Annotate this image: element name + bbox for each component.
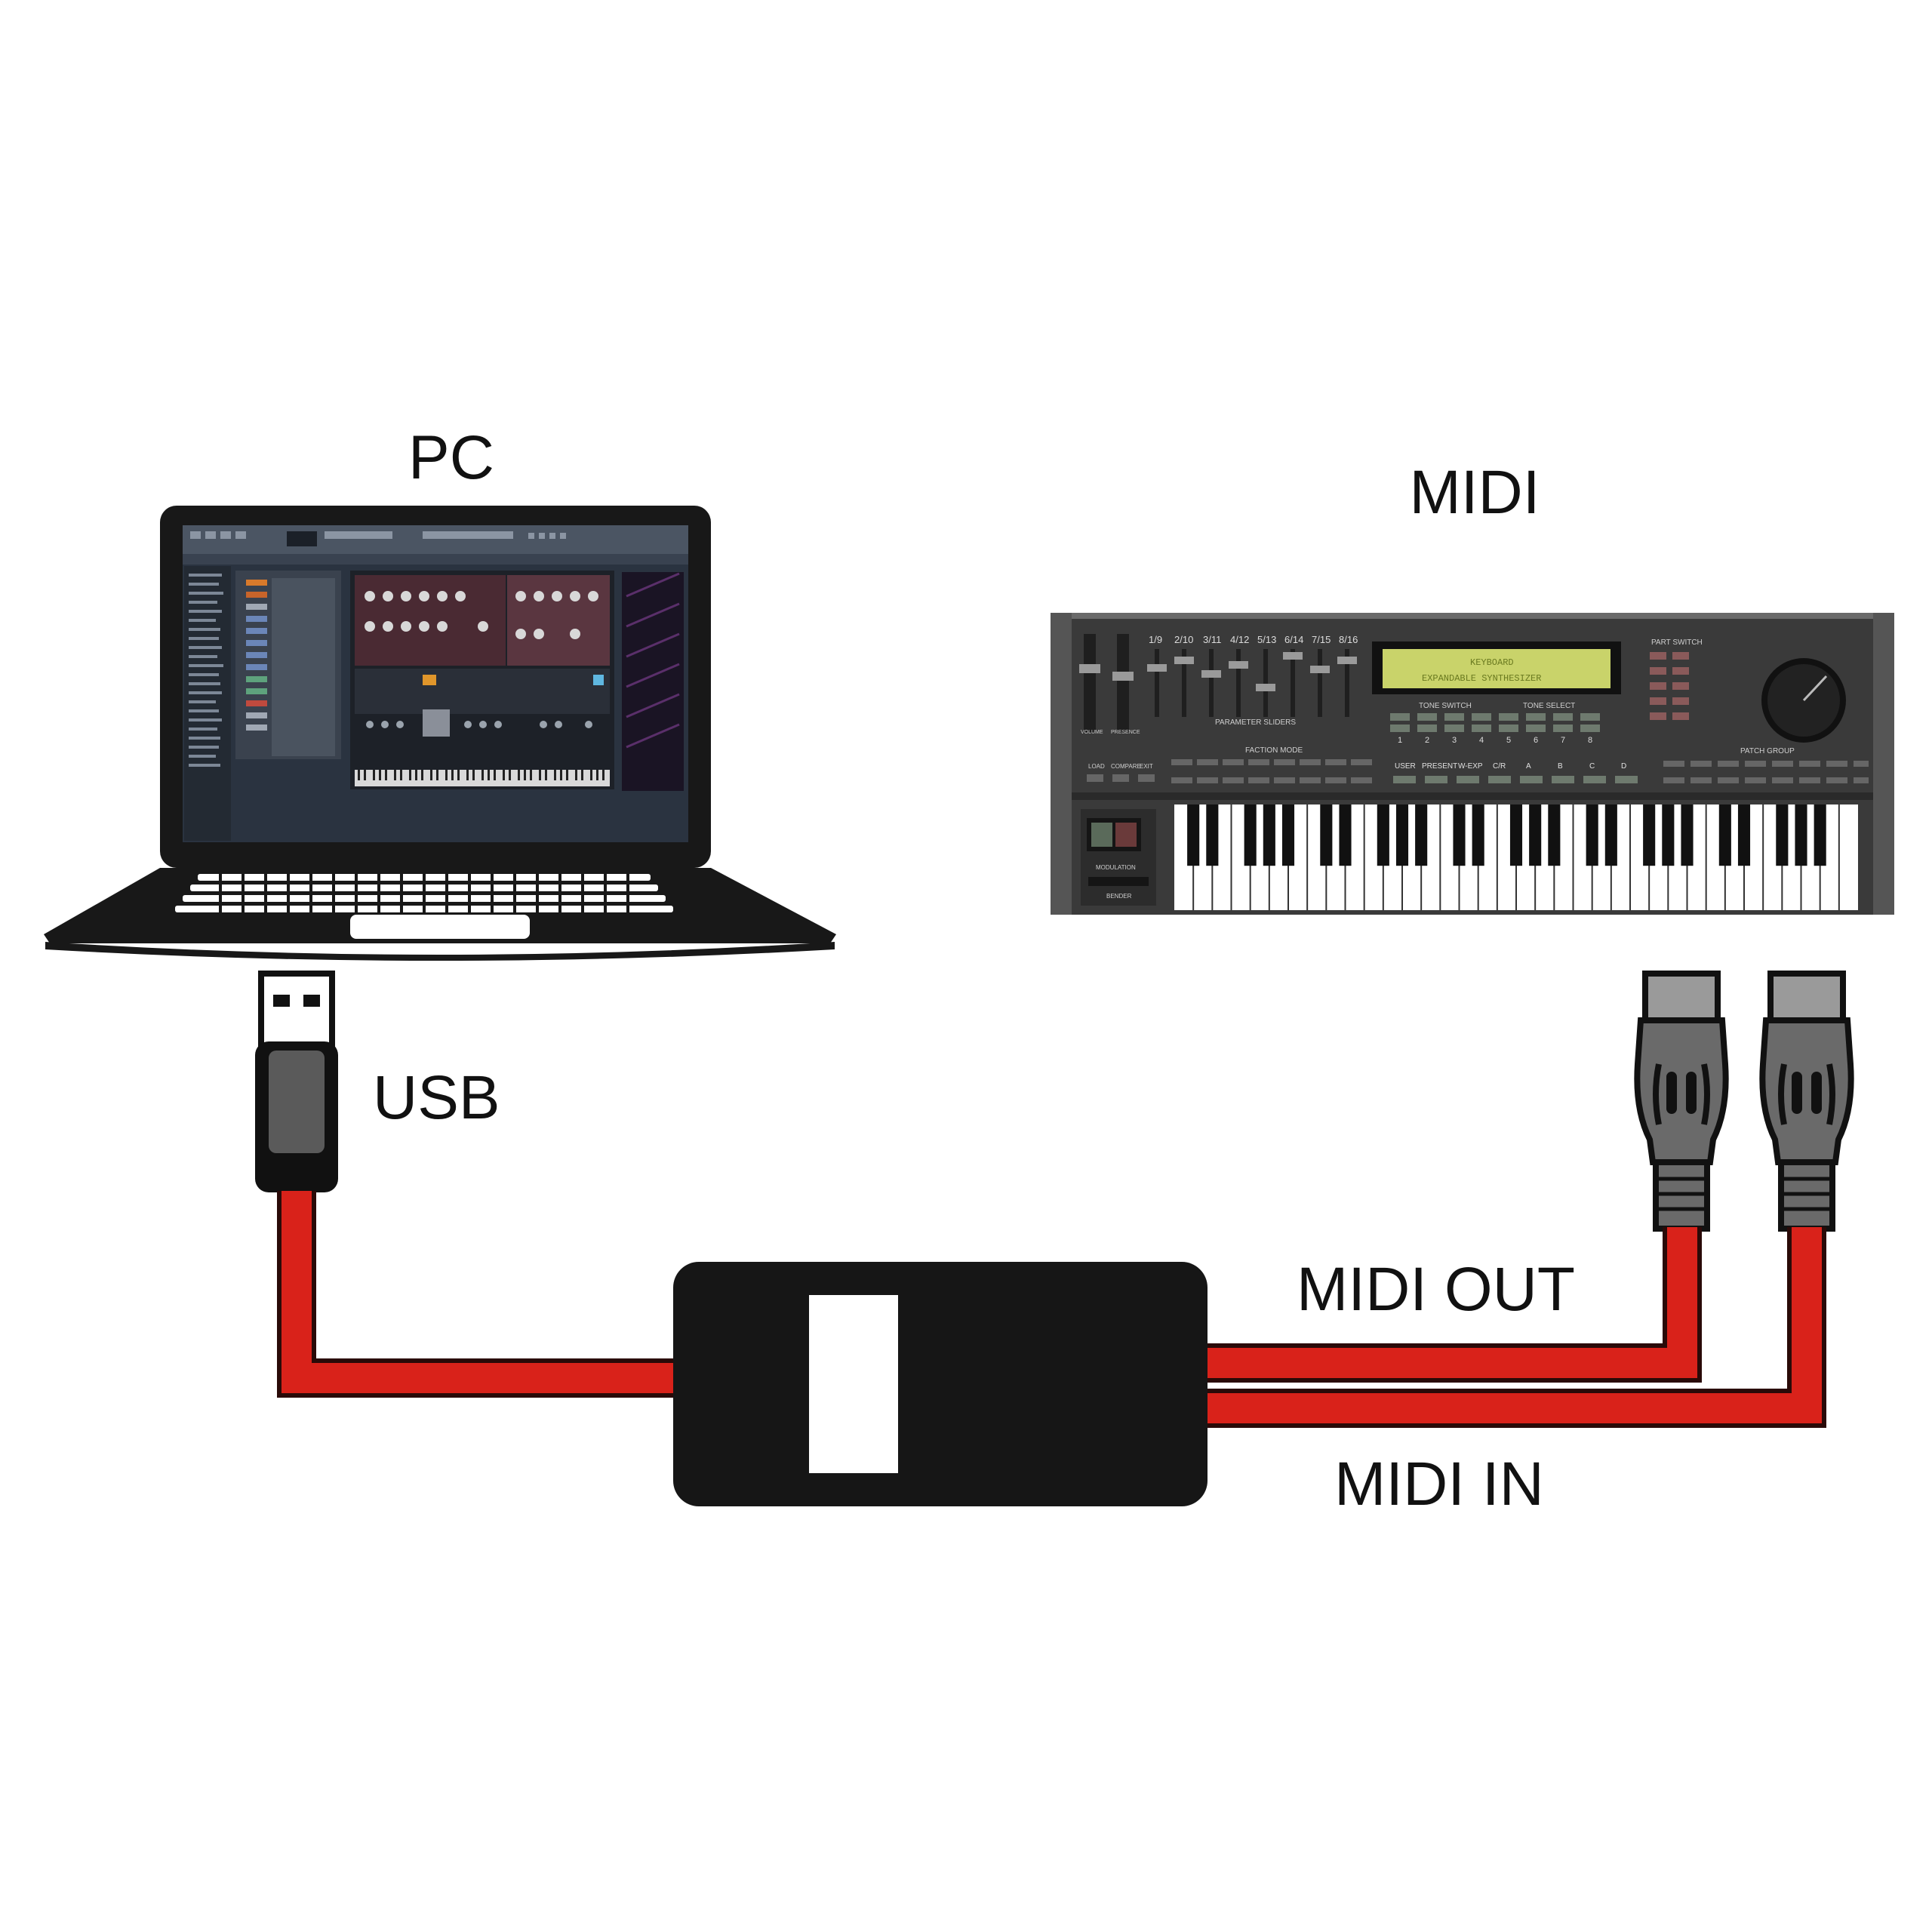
usb-cable: [281, 1191, 679, 1393]
black-keys: [1187, 804, 1826, 866]
daw-toolbar-buttons: [190, 531, 566, 546]
pc-label: PC: [408, 423, 494, 492]
midi-in-cable: [1200, 1227, 1822, 1423]
black-key: [1187, 804, 1200, 866]
patch-group-label: PATCH GROUP: [1740, 747, 1795, 755]
black-key: [1776, 804, 1789, 866]
faction-mode-buttons: [1171, 759, 1372, 783]
black-key: [1453, 804, 1466, 866]
presence-label: PRESENCE: [1111, 730, 1140, 735]
black-key: [1586, 804, 1598, 866]
channel-label: 8/16: [1339, 634, 1358, 645]
usb-cable-outline: [277, 1191, 679, 1398]
tone-number: 5: [1506, 736, 1511, 745]
black-key: [1643, 804, 1656, 866]
usb-plug: [255, 971, 338, 1192]
tone-select-label: TONE SELECT: [1523, 702, 1575, 710]
channel-label: 7/15: [1312, 634, 1331, 645]
black-key: [1415, 804, 1428, 866]
laptop: [44, 506, 836, 961]
bank-buttons: [1393, 776, 1638, 783]
midi-out-plug: [1634, 971, 1729, 1232]
black-key: [1472, 804, 1484, 866]
channel-label: 4/12: [1230, 634, 1249, 645]
patch-group-buttons: [1663, 761, 1869, 783]
tone-number: 6: [1534, 736, 1538, 745]
tone-number: 7: [1561, 736, 1565, 745]
bank-label: PRESENT: [1422, 762, 1457, 771]
bank-label: W-EXP: [1458, 762, 1483, 771]
channel-label: 1/9: [1149, 634, 1162, 645]
bank-labels: USER PRESENT W-EXP C/R A B C D: [1395, 762, 1626, 771]
black-key: [1718, 804, 1731, 866]
tone-numbers: 1 2 3 4 5 6 7 8: [1398, 736, 1592, 745]
black-key: [1281, 804, 1295, 866]
tone-number: 2: [1425, 736, 1429, 745]
black-key: [1681, 804, 1694, 866]
bank-label: C: [1589, 762, 1595, 771]
display-line-1: KEYBOARD: [1470, 657, 1514, 668]
bank-label: B: [1558, 762, 1563, 771]
channel-label: 2/10: [1174, 634, 1193, 645]
part-switch-label: PART SWITCH: [1651, 638, 1703, 647]
black-key: [1320, 804, 1333, 866]
black-key: [1339, 804, 1352, 866]
midi-label: MIDI: [1409, 458, 1540, 527]
daw-side-panel: [622, 572, 684, 791]
bank-label: A: [1526, 762, 1531, 771]
black-key: [1662, 804, 1675, 866]
tone-switch-label: TONE SWITCH: [1419, 702, 1472, 710]
black-key: [1395, 804, 1409, 866]
black-key: [1509, 804, 1523, 866]
display-line-2: EXPANDABLE SYNTHESIZER: [1422, 673, 1541, 684]
parameter-sliders-label: PARAMETER SLIDERS: [1215, 718, 1296, 727]
compare-label: COMPARE: [1111, 763, 1141, 770]
adapter-label-window: [809, 1295, 898, 1473]
synth-channel-labels: 1/9 2/10 3/11 4/12 5/13 6/14 7/15 8/16: [1149, 634, 1358, 645]
exit-label: EXIT: [1140, 763, 1153, 770]
black-key: [1548, 804, 1561, 866]
midi-out-label: MIDI OUT: [1297, 1255, 1575, 1324]
black-key: [1795, 804, 1807, 866]
black-key: [1814, 804, 1826, 866]
black-key: [1244, 804, 1257, 866]
black-key: [1604, 804, 1617, 866]
tone-number: 4: [1479, 736, 1484, 745]
black-key: [1737, 804, 1751, 866]
part-switch-buttons: [1650, 652, 1689, 720]
daw-toolbar: [183, 525, 688, 554]
channel-label: 5/13: [1257, 634, 1276, 645]
synth-sliders: [1079, 634, 1357, 732]
volume-label: VOLUME: [1081, 730, 1103, 735]
left-panel-buttons: LOAD COMPARE EXIT: [1088, 763, 1153, 770]
laptop-touchpad: [350, 915, 530, 939]
channel-label: 6/14: [1284, 634, 1303, 645]
faction-mode-label: FACTION MODE: [1245, 746, 1303, 755]
channel-label: 3/11: [1203, 634, 1221, 645]
black-key: [1529, 804, 1542, 866]
tone-number: 3: [1452, 736, 1457, 745]
bank-label: D: [1621, 762, 1626, 771]
tone-number: 1: [1398, 736, 1402, 745]
midi-keyboard-synth: 1/9 2/10 3/11 4/12 5/13 6/14 7/15 8/16 P…: [1051, 613, 1894, 915]
usb-midi-adapter: [673, 1262, 1208, 1506]
midi-in-label: MIDI IN: [1334, 1450, 1544, 1518]
modulation-label: MODULATION: [1096, 864, 1136, 871]
tone-buttons: [1390, 713, 1600, 732]
adapter-body: [673, 1262, 1208, 1506]
cables: [277, 1191, 1826, 1428]
usb-label: USB: [373, 1063, 500, 1132]
bank-label: C/R: [1493, 762, 1506, 771]
midi-in-plug: [1759, 971, 1854, 1232]
bender-label: BENDER: [1106, 893, 1132, 900]
midi-out-cable: [1200, 1227, 1697, 1378]
synth-display: [1383, 649, 1611, 688]
load-label: LOAD: [1088, 763, 1105, 770]
black-key: [1263, 804, 1275, 866]
bank-label: USER: [1395, 762, 1416, 771]
black-key: [1206, 804, 1219, 866]
black-key: [1377, 804, 1389, 866]
tone-number: 8: [1588, 736, 1592, 745]
